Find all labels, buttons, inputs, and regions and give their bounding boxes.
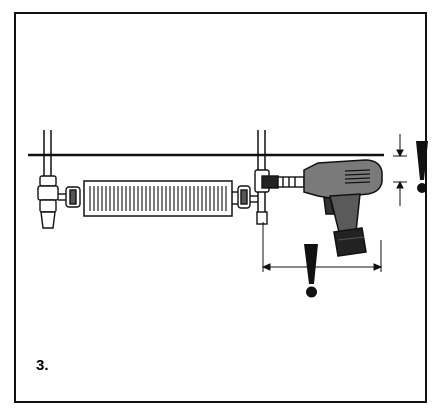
right-valve-icon (232, 185, 258, 209)
left-pipe (43, 130, 52, 178)
press-tool-icon (303, 159, 383, 257)
right-pipe-cap (256, 211, 268, 225)
warning-exclamation-icon-bottom (304, 244, 318, 298)
vertical-dimension-arrow-icon (393, 134, 407, 206)
step-number: 3. (36, 357, 49, 374)
press-jaw (261, 175, 305, 189)
warning-exclamation-icon (416, 141, 428, 193)
left-valve-icon (37, 175, 81, 229)
radiator-icon (83, 180, 233, 217)
horizontal-dimension-arrow-icon (261, 222, 383, 272)
